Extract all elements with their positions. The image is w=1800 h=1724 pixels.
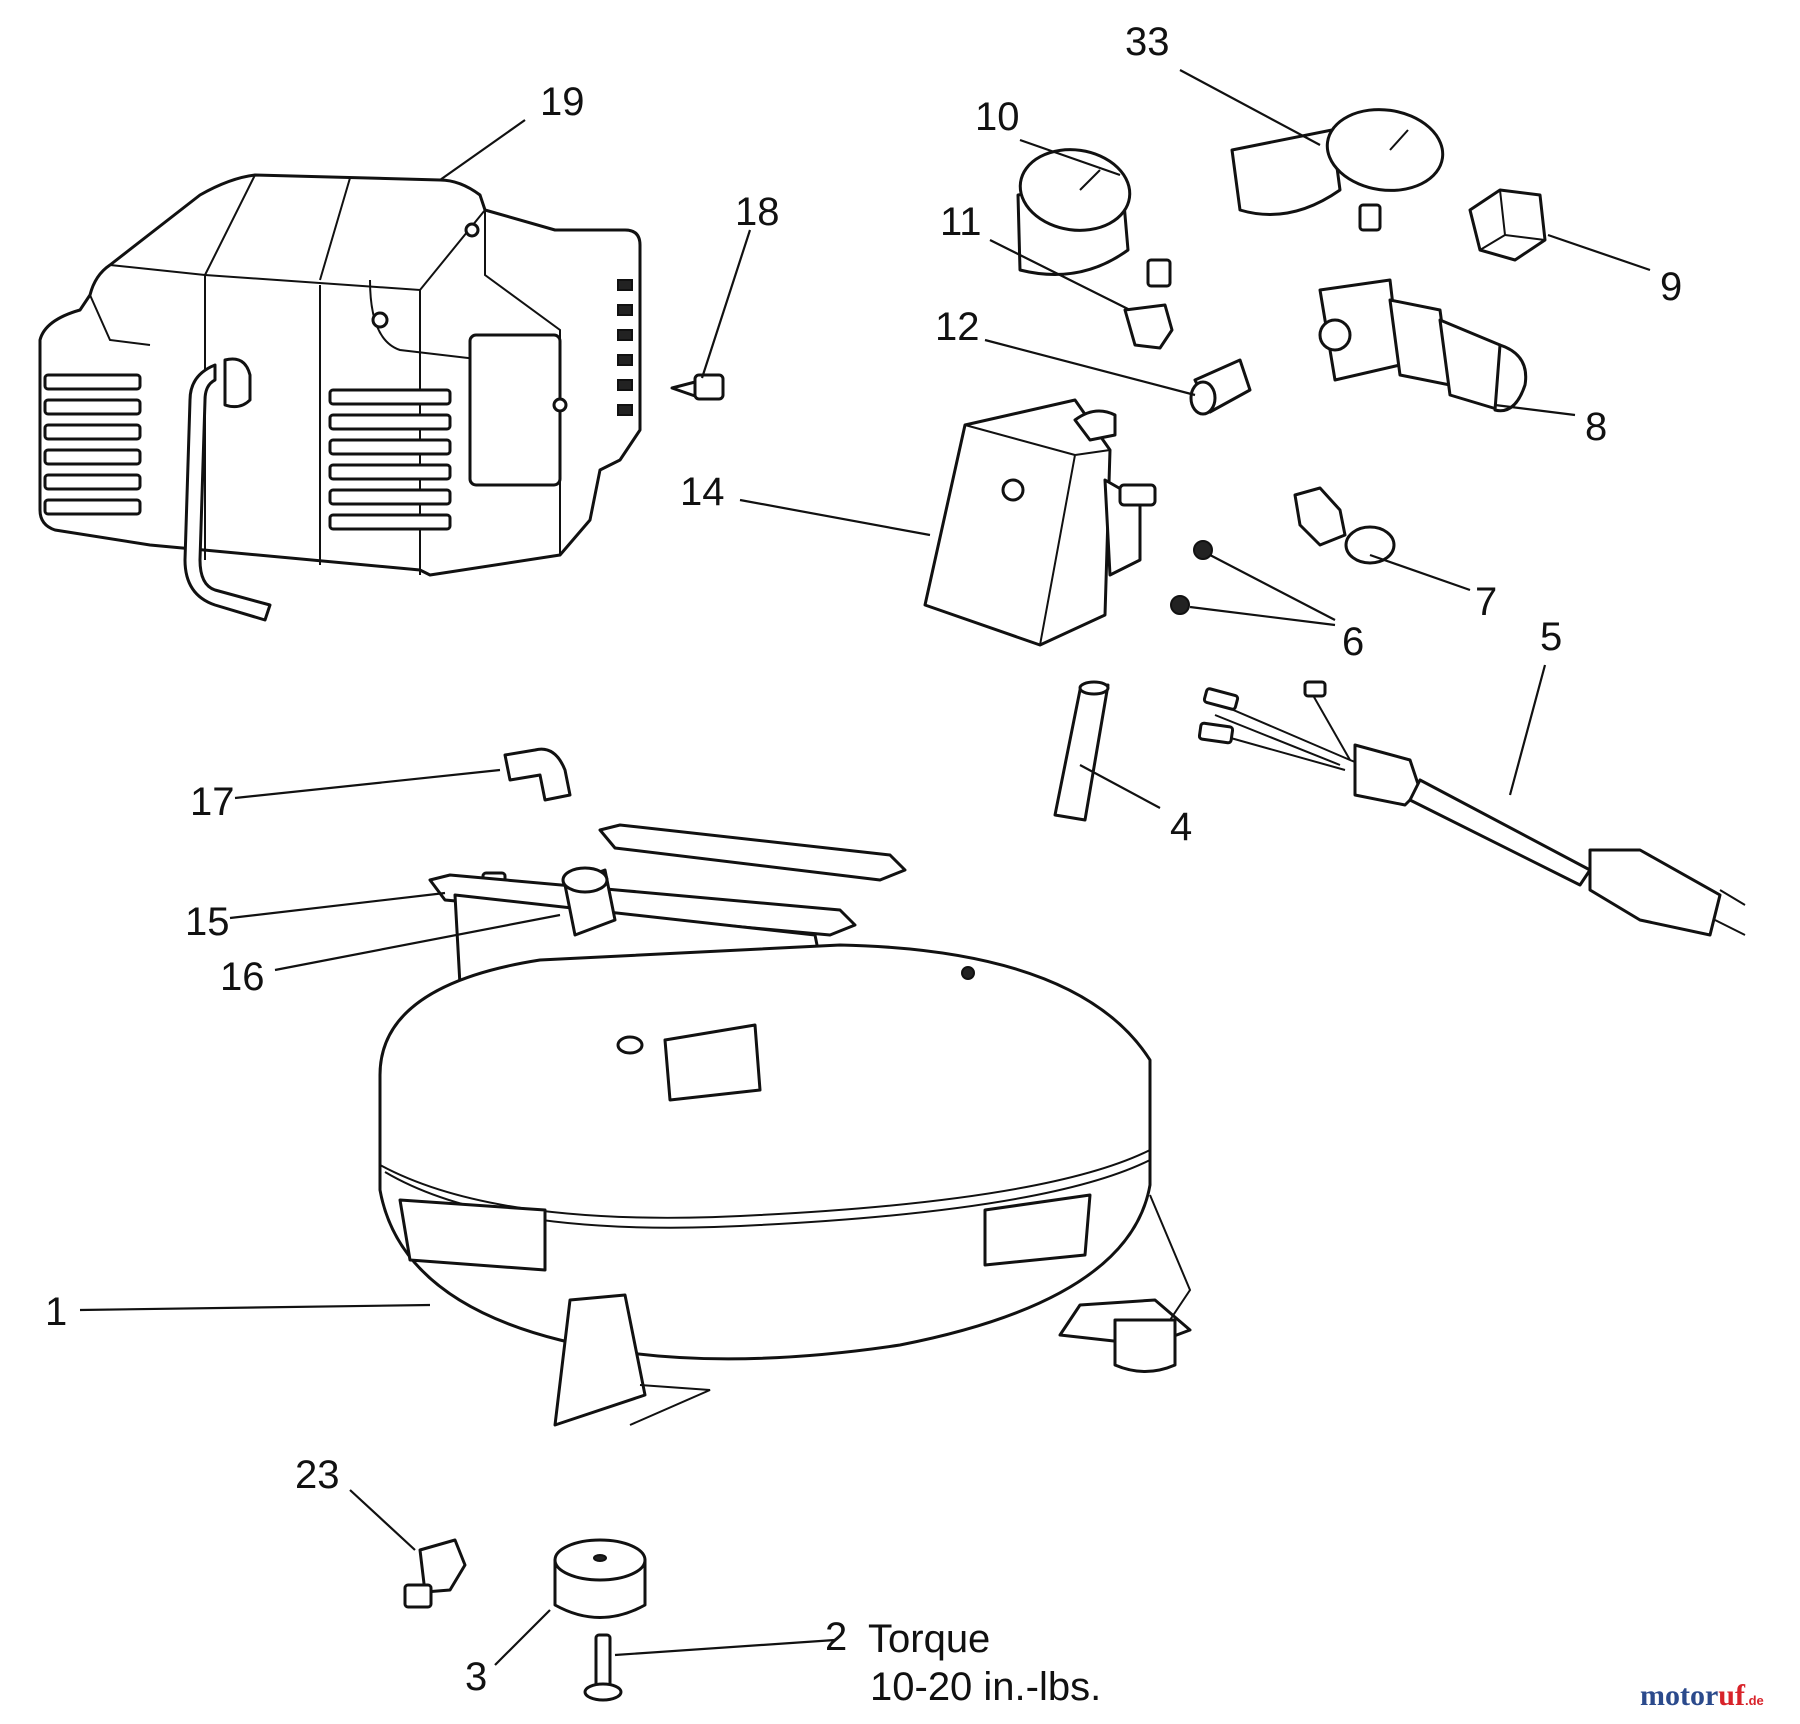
part-33-gauge [1230,108,1445,232]
callout-4: 4 [1170,805,1192,849]
callout-8: 8 [1585,405,1607,449]
shroud-vents-center [328,388,452,531]
torque-note-line2: 10-20 in.-lbs. [870,1665,1101,1709]
part-11-fitting [1123,303,1174,350]
callout-7: 7 [1475,580,1497,624]
part-9-fitting [1468,188,1547,262]
callout-18: 18 [735,190,780,234]
callout-10: 10 [975,95,1020,139]
callout-33: 33 [1125,20,1170,64]
callout-labels: 19 18 10 33 11 12 9 8 14 7 6 5 4 17 15 1… [45,20,1682,1699]
callout-3: 3 [465,1655,487,1699]
callout-6: 6 [1342,620,1364,664]
part-23-drain-valve [403,1538,467,1609]
watermark-suffix: .de [1745,1693,1764,1708]
callout-19: 19 [540,80,585,124]
part-19-motor-shroud [38,173,642,622]
torque-note-line1: Torque [868,1617,990,1661]
callout-12: 12 [935,305,980,349]
part-18-screw [670,373,725,401]
part-16-check-valve [561,866,617,937]
callout-1: 1 [45,1290,67,1334]
shroud-vents-left [43,373,142,516]
watermark-logo: motoruf.de [1640,1679,1764,1712]
svg-text:motoruf.de: motoruf.de [1640,1679,1764,1712]
watermark-uf: uf [1718,1679,1746,1712]
part-8-regulator [1318,278,1528,413]
shroud-vents-right [617,279,633,416]
part-2-screw [583,1633,623,1702]
callout-15: 15 [185,900,230,944]
part-1-tank [378,943,1192,1427]
watermark-motor: motor [1640,1679,1718,1712]
callout-9: 9 [1660,265,1682,309]
part-5-power-cord [1197,680,1746,937]
callout-23: 23 [295,1453,340,1497]
torque-note: Torque 10-20 in.-lbs. [868,1617,1101,1709]
part-7-safety-valve [1293,486,1396,565]
callout-2: 2 [825,1615,847,1659]
leader-lines [79,69,1651,1666]
callout-16: 16 [220,955,265,999]
part-6-screws [1170,540,1213,615]
callout-14: 14 [680,470,725,514]
part-4-pipe-nipple [1053,680,1110,822]
callout-17: 17 [190,780,235,824]
callout-11: 11 [940,200,982,244]
part-3-rubber-foot [553,1538,647,1619]
part-12-nipple [1189,358,1252,416]
part-17-elbow [503,747,572,802]
part-14-pressure-switch [923,398,1157,647]
callout-5: 5 [1540,615,1562,659]
